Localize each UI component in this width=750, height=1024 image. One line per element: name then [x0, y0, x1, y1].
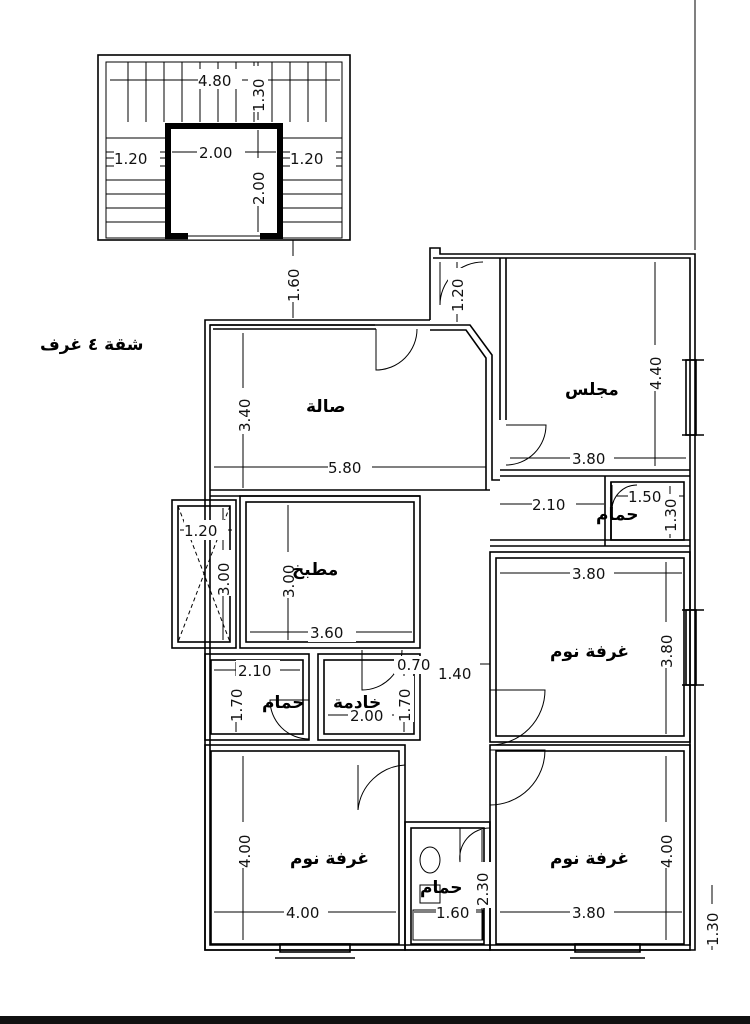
dim-side-gap: 1.30: [704, 913, 722, 946]
dim-core-height: 2.00: [250, 172, 268, 205]
dim-bath3-width: 1.60: [436, 904, 469, 922]
plan-title: شقة ٤ غرف: [40, 335, 143, 355]
room-label-bed3: غرفة نوم: [550, 849, 629, 869]
dim-bath-width: 1.50: [628, 488, 661, 506]
dim-shaft-width: 1.20: [184, 522, 217, 540]
room-label-maid: خادمة: [333, 693, 381, 713]
dim-bed1-height: 3.80: [658, 635, 676, 668]
dim-stair-top: 1.30: [250, 79, 268, 112]
dim-bed3-height: 4.00: [658, 835, 676, 868]
dim-bed2-height: 4.00: [236, 835, 254, 868]
dim-kitchen-height: 3.00: [280, 565, 298, 598]
room-label-bath2: حمام: [596, 505, 639, 525]
doors: [269, 261, 638, 863]
dim-core-width: 2.00: [199, 144, 232, 162]
room-label-bed2: غرفة نوم: [290, 849, 369, 869]
dim-bath1-width: 2.10: [238, 662, 271, 680]
dim-corridor-width: 1.40: [438, 665, 471, 683]
dim-stair-width: 4.80: [198, 72, 231, 90]
dim-door-120: 1.20: [449, 279, 467, 312]
dim-maid-small: 0.70: [397, 656, 430, 674]
room-label-salla: صالة: [306, 397, 346, 417]
room-label-bath3: حمام: [420, 878, 463, 898]
dim-bed1-width: 3.80: [572, 565, 605, 583]
dim-maid-width: 2.00: [350, 707, 383, 725]
room-label-kitchen: مطبخ: [292, 560, 338, 580]
dim-shaft-height: 3.00: [215, 563, 233, 596]
room-label-majlis: مجلس: [565, 380, 619, 400]
dim-bath1-height: 1.70: [228, 689, 246, 722]
dim-bath-height: 1.30: [662, 499, 680, 532]
dim-gap: 1.60: [285, 269, 303, 302]
dim-bath3-height: 2.30: [474, 873, 492, 906]
bottom-strip: [0, 1016, 750, 1024]
dim-salla-height: 3.40: [236, 399, 254, 432]
dim-bed2-width: 4.00: [286, 904, 319, 922]
dim-salla-width: 5.80: [328, 459, 361, 477]
dim-majlis-height: 4.40: [647, 357, 665, 390]
dim-maid-depth: 1.70: [396, 689, 414, 722]
room-label-bed1: غرفة نوم: [550, 642, 629, 662]
room-label-bath1: حمام: [262, 693, 305, 713]
dim-bed3-width: 3.80: [572, 904, 605, 922]
dim-stair-right: 1.20: [290, 150, 323, 168]
dim-majlis-width: 3.80: [572, 450, 605, 468]
dim-kitchen-width: 3.60: [310, 624, 343, 642]
dim-hall-width: 2.10: [532, 496, 565, 514]
windows: [275, 359, 704, 959]
dim-stair-left: 1.20: [114, 150, 147, 168]
